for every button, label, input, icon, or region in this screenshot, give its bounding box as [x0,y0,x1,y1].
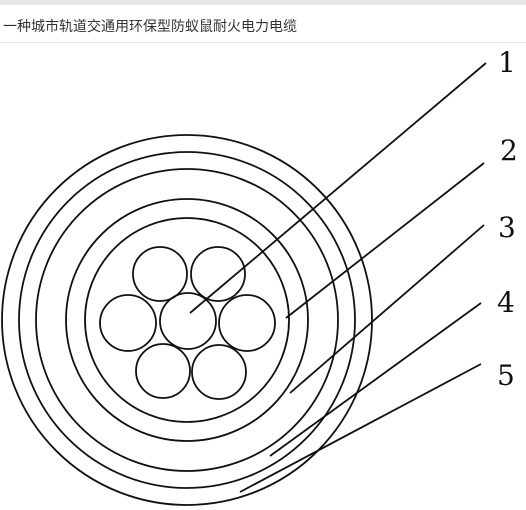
armor-layer-ring [35,168,339,472]
part-label-3: 3 [498,211,516,244]
outer-sheath-inner-ring [18,151,356,489]
conductor-right [218,294,276,352]
page-title: 一种城市轨道交通用环保型防蚁鼠耐火电力电缆 [3,19,297,35]
leader-line-3 [289,224,485,394]
part-label-5: 5 [497,359,515,392]
part-label-4: 4 [497,286,515,319]
wrapping-layer-ring [84,217,290,423]
conductor-top-left [132,246,188,302]
outer-sheath-outer-ring [1,134,373,506]
leader-line-4 [269,302,482,457]
leader-line-2 [285,162,485,319]
inner-sheath-ring [65,198,309,442]
conductor-left [99,294,157,352]
part-label-2: 2 [500,134,518,167]
conductor-top-right [190,246,246,302]
conductor-center [159,292,217,350]
top-strip [0,0,526,5]
cable-cross-section-diagram: 1 2 3 4 5 [0,43,526,510]
conductor-bottom-left [135,343,191,399]
cable-diagram-svg: 1 2 3 4 5 [1,46,518,506]
title-bar: 一种城市轨道交通用环保型防蚁鼠耐火电力电缆 [0,5,526,43]
conductor-bottom-right [191,344,247,400]
leader-line-1 [189,62,487,314]
part-label-1: 1 [498,46,516,79]
leader-line-5 [239,363,482,493]
